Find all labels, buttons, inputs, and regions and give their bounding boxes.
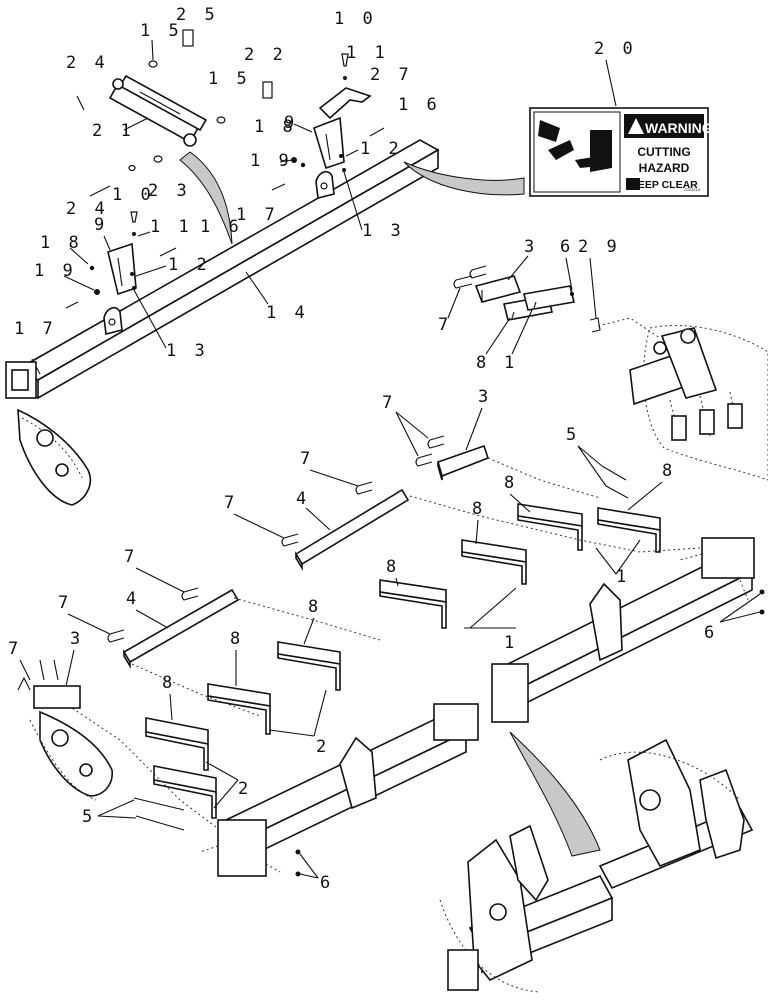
callout-8: 8 xyxy=(504,473,518,493)
callout-16: 1 6 xyxy=(398,95,441,115)
tube-3-mid xyxy=(437,444,489,481)
decal-hazard-line1: CUTTING xyxy=(637,145,690,159)
callout-11: 1 1 xyxy=(150,217,193,237)
callout-1: 1 xyxy=(504,633,518,653)
callout-10: 1 0 xyxy=(334,9,377,29)
callout-21: 2 1 xyxy=(92,121,135,141)
lower-swoosh xyxy=(509,731,601,857)
main-bar xyxy=(18,139,440,400)
callout-8: 8 xyxy=(662,461,676,481)
callout-15: 1 5 xyxy=(208,69,251,89)
callout-7: 7 xyxy=(124,547,138,567)
cylinder-swoosh xyxy=(179,151,233,245)
callout-8: 8 xyxy=(162,673,176,693)
callout-3: 3 xyxy=(478,387,492,407)
callout-22: 2 2 xyxy=(244,45,287,65)
decal-hazard-line2: HAZARD xyxy=(639,161,690,175)
hitch-end-lower-left xyxy=(17,659,113,801)
callout-13: 1 3 xyxy=(166,341,209,361)
callout-18: 1 8 xyxy=(40,233,83,253)
hardware-upper xyxy=(65,29,385,309)
pins-5-mid xyxy=(601,465,629,499)
callout-2: 2 xyxy=(316,737,330,757)
callout-6: 6 xyxy=(320,873,334,893)
frame-mid-right xyxy=(491,537,765,723)
callout-13: 1 3 xyxy=(362,221,405,241)
callout-6: 6 xyxy=(560,237,574,257)
callout-7: 7 xyxy=(224,493,238,513)
detail-kit xyxy=(453,265,661,339)
warning-decal: WARNING CUTTING HAZARD KEEP CLEAR 202421… xyxy=(529,107,713,197)
tube-4-mid xyxy=(294,488,410,571)
callout-17: 1 7 xyxy=(14,319,57,339)
callout-1: 1 xyxy=(616,567,630,587)
callout-27: 2 7 xyxy=(370,65,413,85)
callout-2: 2 xyxy=(238,779,252,799)
callout-7: 7 xyxy=(8,639,22,659)
callout-7: 7 xyxy=(58,593,72,613)
clips-7-mid xyxy=(415,435,445,467)
decal-swoosh xyxy=(403,161,525,196)
plate-27 xyxy=(318,87,372,120)
callout-6: 6 xyxy=(704,623,718,643)
clips-7-low xyxy=(107,587,199,643)
callout-7: 7 xyxy=(300,449,314,469)
callout-20: 2 0 xyxy=(594,39,637,59)
cylinder xyxy=(108,74,208,147)
callout-19: 1 9 xyxy=(34,261,77,281)
decal-code: 2024214 xyxy=(684,187,700,192)
dashed-guides-mid xyxy=(409,457,701,553)
frame-lower xyxy=(199,703,479,877)
callout-29: 2 9 xyxy=(578,237,621,257)
callout-8: 8 xyxy=(230,629,244,649)
brackets-8-mid xyxy=(379,503,661,629)
callout-9: 9 xyxy=(94,215,108,235)
callout-8: 8 xyxy=(476,353,490,373)
callout-17: 1 7 xyxy=(236,205,279,225)
callout-23: 2 3 xyxy=(148,181,191,201)
callout-12: 1 2 xyxy=(360,139,403,159)
callout-18: 1 8 xyxy=(254,117,297,137)
pins-5-low xyxy=(133,797,185,831)
hitch-end-left xyxy=(5,361,92,506)
callout-15: 1 5 xyxy=(140,21,183,41)
callout-16: 1 6 xyxy=(200,217,243,237)
decal-signal-word: WARNING xyxy=(645,120,713,136)
callout-7: 7 xyxy=(382,393,396,413)
callout-4: 4 xyxy=(296,489,310,509)
callout-12: 1 2 xyxy=(168,255,211,275)
callout-8: 8 xyxy=(308,597,322,617)
callout-1: 1 xyxy=(504,353,518,373)
bracket-upper-right xyxy=(313,116,345,199)
callout-24: 2 4 xyxy=(66,199,109,219)
callout-5: 5 xyxy=(566,425,580,445)
callout-3: 3 xyxy=(524,237,538,257)
tube-4-low xyxy=(122,588,240,669)
brackets-8-low xyxy=(145,641,341,819)
callout-14: 1 4 xyxy=(266,303,309,323)
callout-11: 1 1 xyxy=(346,43,389,63)
callout-24: 2 4 xyxy=(66,53,109,73)
dashed-guides-low xyxy=(59,597,381,831)
decal-instruction: KEEP CLEAR xyxy=(630,179,698,191)
callout-25: 2 5 xyxy=(176,5,219,25)
callout-7: 7 xyxy=(438,315,452,335)
callout-8: 8 xyxy=(386,557,400,577)
callout-10: 1 0 xyxy=(112,185,155,205)
assembled-closeup xyxy=(629,324,768,481)
callout-4: 4 xyxy=(126,589,140,609)
callout-labels: 2 5 1 5 1 0 1 1 2 7 2 4 2 2 1 5 1 6 2 0 … xyxy=(8,5,761,893)
callout-8: 8 xyxy=(472,499,486,519)
exploded-assembly xyxy=(439,738,754,993)
callout-19: 1 9 xyxy=(250,151,293,171)
callout-3: 3 xyxy=(70,629,84,649)
clips-7-mid2 xyxy=(281,481,373,547)
callout-5: 5 xyxy=(82,807,96,827)
callout-9: 9 xyxy=(284,113,298,133)
